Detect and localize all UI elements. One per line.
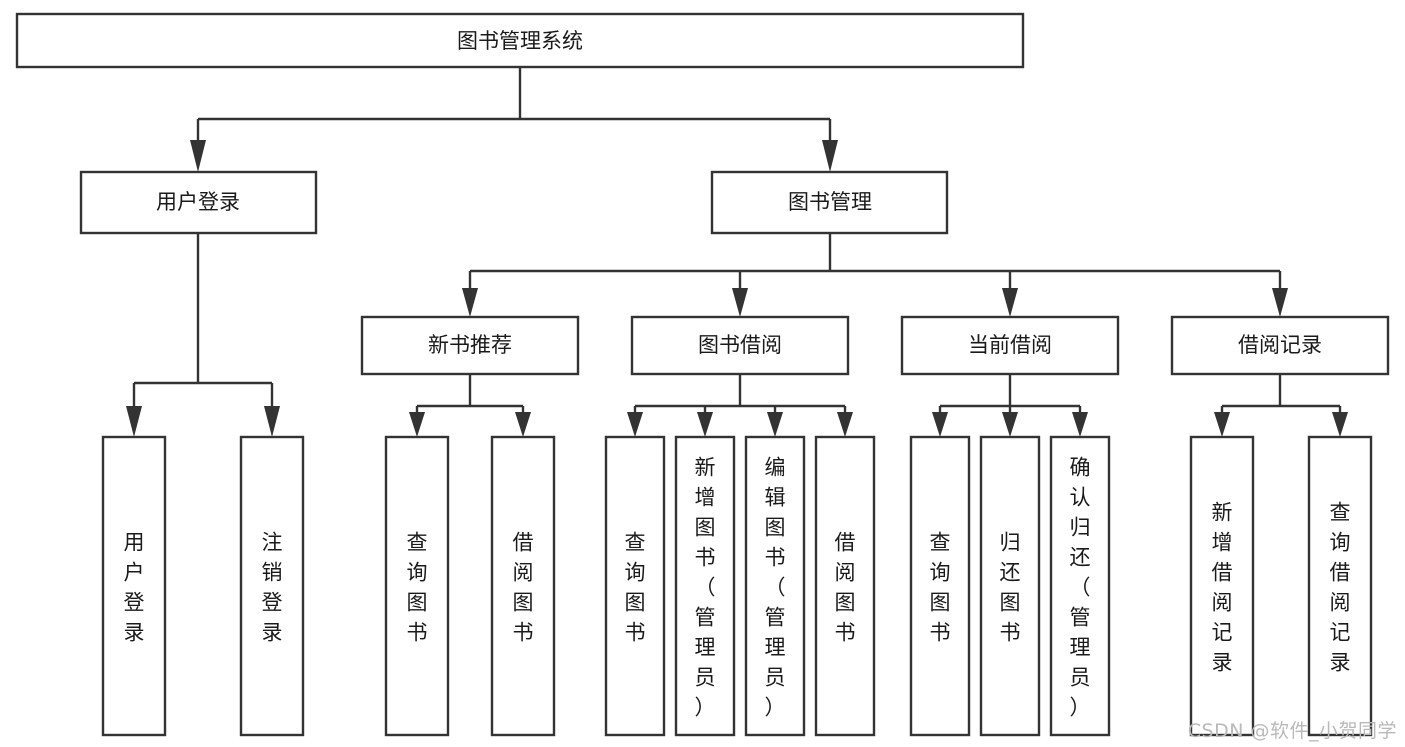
leaf-confirm-return[interactable]: 确认归还（管理员） — [1049, 435, 1111, 737]
leaf-logout-box[interactable] — [239, 435, 305, 737]
node-current-borrow[interactable]: 当前借阅 — [900, 315, 1120, 376]
borrow-record-box[interactable] — [1170, 315, 1390, 376]
leaf-return-book[interactable]: 归还图书 — [979, 435, 1041, 737]
arrow-to-leaf-edit-book — [767, 412, 783, 437]
leaf-query-book-borrow-label: 查询图书 — [625, 530, 646, 644]
user-login-label: 用户登录 — [156, 190, 240, 214]
leaf-query-record-label: 查询借阅记录 — [1330, 500, 1351, 674]
arrow-to-leaf-query-record — [1332, 412, 1348, 437]
leaf-add-book[interactable]: 新增图书（管理员） — [674, 435, 736, 737]
arrow-to-leaf-return-book — [1002, 412, 1018, 437]
arrow-to-current-borrow — [1002, 288, 1018, 317]
node-book-manage[interactable]: 图书管理 — [710, 170, 949, 235]
arrow-to-leaf-query-book-borrow — [627, 412, 643, 437]
leaf-add-book-box[interactable] — [674, 435, 736, 737]
arrow-to-book-manage — [822, 140, 838, 172]
node-new-book-rec[interactable]: 新书推荐 — [360, 315, 580, 376]
arrow-to-user-login — [190, 140, 206, 172]
borrow-record-label: 借阅记录 — [1238, 333, 1322, 357]
leaf-borrow-book-label: 借阅图书 — [835, 530, 856, 644]
current-borrow-box[interactable] — [900, 315, 1120, 376]
arrow-to-leaf-borrow-book — [837, 412, 853, 437]
node-root[interactable]: 图书管理系统 — [15, 12, 1025, 69]
book-borrow-box[interactable] — [630, 315, 850, 376]
leaf-confirm-return-box[interactable] — [1049, 435, 1111, 737]
book-borrow-label: 图书借阅 — [698, 333, 782, 357]
edges-layer — [126, 67, 1348, 437]
leaf-user-login[interactable]: 用户登录 — [101, 435, 167, 737]
arrow-to-borrow-record — [1272, 288, 1288, 317]
root-box[interactable] — [15, 12, 1025, 69]
book-manage-box[interactable] — [710, 170, 949, 235]
leaf-query-record[interactable]: 查询借阅记录 — [1307, 435, 1373, 737]
leaf-query-book-borrow-box[interactable] — [604, 435, 666, 737]
leaf-borrow-book-rec[interactable]: 借阅图书 — [490, 435, 556, 737]
leaf-query-book-current-label: 查询图书 — [930, 530, 951, 644]
node-borrow-record[interactable]: 借阅记录 — [1170, 315, 1390, 376]
leaf-borrow-book-rec-label: 借阅图书 — [513, 530, 534, 644]
leaf-add-record-box[interactable] — [1189, 435, 1255, 737]
leaf-user-login-box[interactable] — [101, 435, 167, 737]
leaf-edit-book-box[interactable] — [744, 435, 806, 737]
arrow-to-leaf-borrow-book-rec — [515, 412, 531, 437]
arrow-to-new-book-rec — [462, 288, 478, 317]
leaf-borrow-book[interactable]: 借阅图书 — [814, 435, 876, 737]
arrow-to-leaf-query-book-rec — [409, 412, 425, 437]
leaf-borrow-book-box[interactable] — [814, 435, 876, 737]
leaf-query-book-borrow[interactable]: 查询图书 — [604, 435, 666, 737]
user-login-box[interactable] — [79, 170, 318, 235]
arrow-to-leaf-user-login — [126, 406, 142, 437]
arrow-to-leaf-add-record — [1214, 412, 1230, 437]
arrow-to-leaf-query-book-current — [932, 412, 948, 437]
leaf-return-book-label: 归还图书 — [1000, 530, 1021, 644]
leaf-logout-label: 注销登录 — [262, 530, 283, 644]
leaf-logout[interactable]: 注销登录 — [239, 435, 305, 737]
root-label: 图书管理系统 — [457, 29, 583, 53]
leaf-add-book-label: 新增图书（管理员） — [695, 455, 716, 719]
leaf-borrow-book-rec-box[interactable] — [490, 435, 556, 737]
arrow-to-book-borrow — [732, 288, 748, 317]
leaf-query-book-rec[interactable]: 查询图书 — [384, 435, 450, 737]
leaf-edit-book[interactable]: 编辑图书（管理员） — [744, 435, 806, 737]
leaf-query-book-current[interactable]: 查询图书 — [909, 435, 971, 737]
book-manage-label: 图书管理 — [788, 190, 872, 214]
node-user-login[interactable]: 用户登录 — [79, 170, 318, 235]
leaf-query-book-current-box[interactable] — [909, 435, 971, 737]
arrow-to-leaf-add-book — [697, 412, 713, 437]
leaf-edit-book-label: 编辑图书（管理员） — [765, 455, 786, 719]
leaf-add-record[interactable]: 新增借阅记录 — [1189, 435, 1255, 737]
leaf-user-login-label: 用户登录 — [124, 530, 145, 644]
leaf-query-record-box[interactable] — [1307, 435, 1373, 737]
arrow-to-leaf-confirm-return — [1072, 412, 1088, 437]
node-book-borrow[interactable]: 图书借阅 — [630, 315, 850, 376]
new-book-rec-box[interactable] — [360, 315, 580, 376]
csdn-watermark: CSDN @软件_小贺同学 — [1187, 720, 1397, 742]
leaf-query-book-rec-box[interactable] — [384, 435, 450, 737]
new-book-rec-label: 新书推荐 — [428, 333, 512, 357]
leaf-confirm-return-label: 确认归还（管理员） — [1070, 455, 1091, 719]
leaf-add-record-label: 新增借阅记录 — [1212, 500, 1233, 674]
leaf-return-book-box[interactable] — [979, 435, 1041, 737]
current-borrow-label: 当前借阅 — [968, 333, 1052, 357]
leaf-query-book-rec-label: 查询图书 — [407, 530, 428, 644]
arrow-to-leaf-logout — [264, 406, 280, 437]
